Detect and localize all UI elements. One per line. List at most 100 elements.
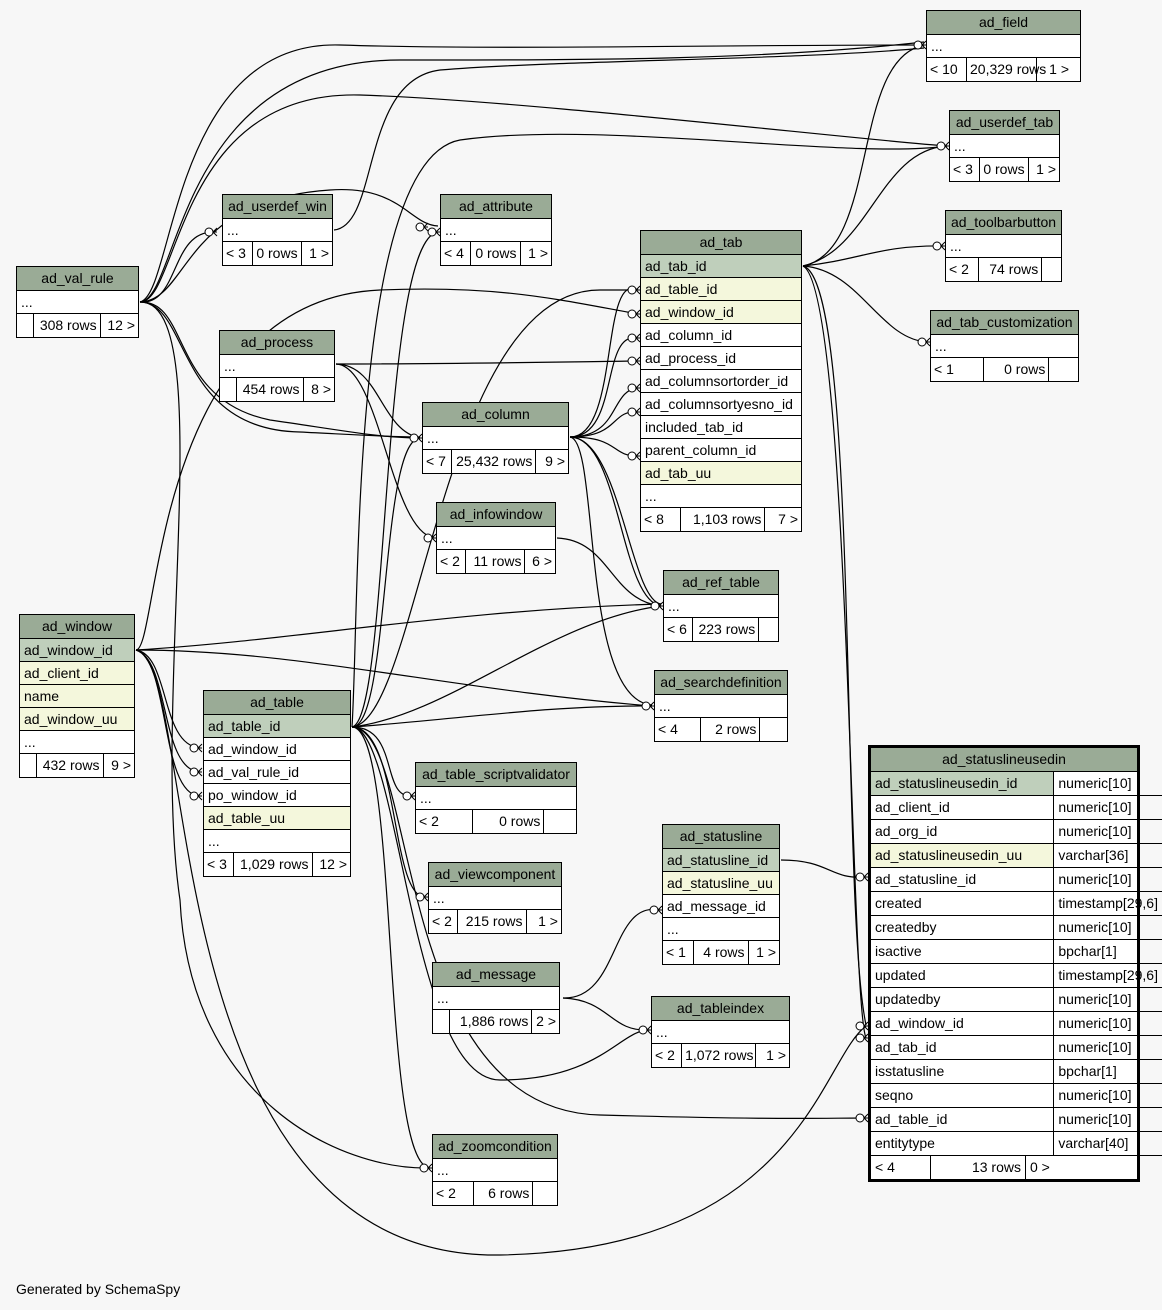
parents-count[interactable]: < 2 (429, 910, 458, 933)
parents-count[interactable]: < 2 (652, 1044, 683, 1067)
table-header[interactable]: ad_statuslineusedin (871, 748, 1137, 772)
children-count[interactable]: 1 > (528, 245, 548, 261)
table-header[interactable]: ad_val_rule (17, 267, 138, 291)
parents-count[interactable]: < 3 (950, 158, 980, 181)
children-count[interactable]: 8 > (311, 381, 332, 397)
children-count[interactable]: 9 > (545, 453, 565, 469)
table-ad_statuslineusedin[interactable]: ad_statuslineusedin ad_statuslineusedin_… (868, 745, 1162, 1182)
row-count: 0 rows (984, 358, 1050, 381)
relationship-line (333, 47, 925, 231)
relationship-line (569, 436, 653, 706)
table-header[interactable]: ad_searchdefinition (655, 671, 787, 695)
table-header[interactable]: ad_statusline (663, 825, 779, 849)
children-count[interactable]: 0 > (1030, 1159, 1050, 1175)
parents-count[interactable]: < 1 (931, 358, 985, 381)
parents-count[interactable]: < 8 (641, 508, 681, 531)
table-header[interactable]: ad_infowindow (437, 503, 555, 527)
parents-count[interactable]: < 2 (946, 258, 980, 281)
optional-cardinality-marker (627, 333, 637, 343)
parents-count[interactable]: < 4 (441, 242, 472, 265)
children-count[interactable]: 1 > (538, 913, 558, 929)
children-count[interactable]: 1 > (1049, 61, 1069, 77)
children-count[interactable]: 6 > (532, 553, 552, 569)
table-header[interactable]: ad_userdef_win (223, 195, 332, 219)
table-header[interactable]: ad_field (927, 11, 1080, 35)
parents-count[interactable]: < 10 (927, 58, 967, 81)
parents-count[interactable]: < 7 (423, 450, 452, 473)
table-header[interactable]: ad_toolbarbutton (946, 211, 1061, 235)
parents-count[interactable] (17, 314, 34, 337)
children-count[interactable] (1049, 358, 1078, 381)
table-header[interactable]: ad_attribute (441, 195, 551, 219)
parents-count[interactable] (220, 378, 237, 401)
row-count: 20,329 rows (967, 58, 1046, 81)
children-count[interactable] (544, 810, 576, 833)
table-header[interactable]: ad_ref_table (664, 571, 778, 595)
parents-count[interactable]: < 2 (433, 1182, 475, 1205)
table-header[interactable]: ad_column (423, 403, 568, 427)
parents-count[interactable]: < 1 (663, 941, 694, 964)
parents-count[interactable] (20, 754, 37, 777)
parents-count[interactable]: < 3 (223, 242, 253, 265)
table-header[interactable]: ad_process (220, 331, 334, 355)
more-columns: ... (641, 485, 801, 508)
many-cardinality-marker (417, 433, 423, 443)
table-header[interactable]: ad_viewcomponent (429, 863, 561, 887)
children-count[interactable]: 1 > (1036, 161, 1057, 177)
table-header[interactable]: ad_userdef_tab (950, 111, 1059, 135)
parents-count[interactable]: < 4 (871, 1156, 931, 1179)
table-header[interactable]: ad_tab (641, 231, 801, 255)
parents-count[interactable]: < 2 (437, 550, 466, 573)
parents-count[interactable]: < 3 (204, 853, 234, 876)
table-header[interactable]: ad_window (20, 615, 134, 639)
parents-count[interactable] (433, 1010, 450, 1033)
table-header[interactable]: ad_tab_customization (931, 311, 1078, 335)
children-count[interactable] (1042, 258, 1061, 281)
children-count[interactable]: 12 > (319, 856, 347, 872)
table-header[interactable]: ad_message (433, 963, 559, 987)
parents-count[interactable]: < 6 (664, 618, 693, 641)
children-count[interactable]: 2 > (536, 1013, 556, 1029)
table-header[interactable]: ad_table (204, 691, 350, 715)
children-count[interactable]: 1 > (756, 944, 776, 960)
children-count[interactable] (760, 718, 787, 741)
table-header[interactable]: ad_zoomcondition (433, 1135, 557, 1159)
column-name: updatedby (871, 987, 1055, 1012)
optional-cardinality-marker (409, 433, 419, 443)
parents-count[interactable]: < 2 (416, 810, 474, 833)
parents-count[interactable]: < 4 (655, 718, 702, 741)
table-header[interactable]: ad_tableindex (652, 997, 789, 1021)
table-header[interactable]: ad_table_scriptvalidator (416, 763, 576, 787)
children-count[interactable]: 1 > (766, 1047, 786, 1063)
children-count[interactable]: 9 > (111, 757, 132, 773)
children-count[interactable]: 1 > (309, 245, 330, 261)
children-count[interactable] (533, 1182, 557, 1205)
children-count[interactable]: 7 > (778, 511, 798, 527)
children-count[interactable]: 12 > (107, 317, 135, 333)
optional-cardinality-marker (427, 227, 437, 237)
children-count[interactable] (759, 618, 778, 641)
